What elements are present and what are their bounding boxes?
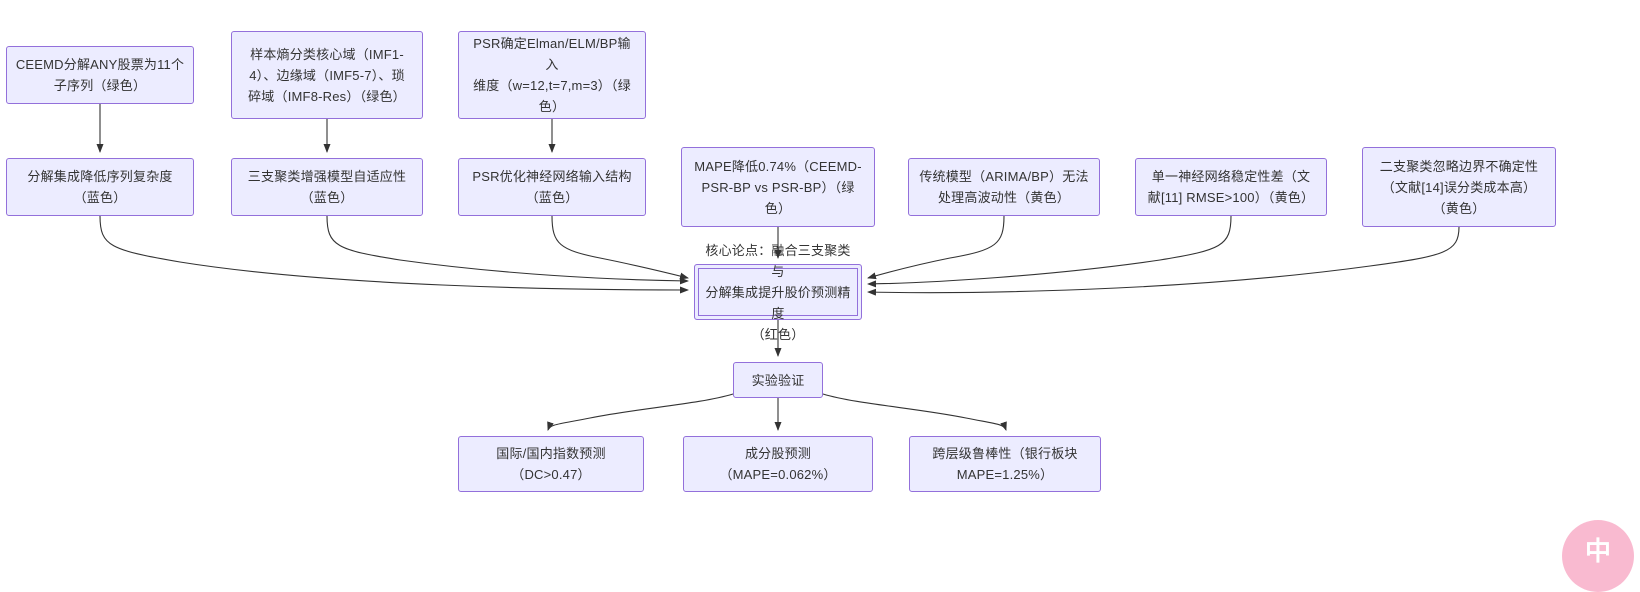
node-index-forecast-result[interactable]: 国际/国内指数预测 （DC>0.47）: [458, 436, 644, 492]
node-sample-entropy-classification[interactable]: 样本熵分类核心域（IMF1- 4）、边缘域（IMF5-7）、琐 碎域（IMF8-…: [231, 31, 423, 119]
node-label: 分解集成降低序列复杂度 （蓝色）: [27, 169, 173, 205]
edge-network-input-to-core: [551, 215, 689, 280]
node-label: 三支聚类增强模型自适应性 （蓝色）: [247, 169, 407, 205]
edge-boundary-to-core: [867, 226, 1460, 296]
node-mape-reduction-evidence[interactable]: MAPE降低0.74%（CEEMD- PSR-BP vs PSR-BP）（绿 色…: [681, 147, 875, 227]
node-decomposition-reduces-complexity[interactable]: 分解集成降低序列复杂度 （蓝色）: [6, 158, 194, 216]
node-label: 成分股预测 （MAPE=0.062%）: [719, 446, 837, 482]
node-label: 单一神经网络稳定性差（文 献[11] RMSE>100）（黄色）: [1147, 169, 1315, 205]
edge-traditional-to-core: [867, 215, 1005, 280]
node-label: 国际/国内指数预测 （DC>0.47）: [496, 446, 606, 482]
node-three-way-clustering-adaptivity[interactable]: 三支聚类增强模型自适应性 （蓝色）: [231, 158, 423, 216]
node-psr-input-dimension[interactable]: PSR确定Elman/ELM/BP输入 维度（w=12,t=7,m=3）（绿 色…: [458, 31, 646, 119]
node-core-argument[interactable]: 核心论点：融合三支聚类与 分解集成提升股价预测精度 （红色）: [694, 243, 862, 342]
node-two-way-clustering-boundary-issue[interactable]: 二支聚类忽略边界不确定性 （文献[14]误分类成本高） （黄色）: [1362, 147, 1556, 227]
node-constituent-stock-forecast-result[interactable]: 成分股预测 （MAPE=0.062%）: [683, 436, 873, 492]
node-experimental-validation[interactable]: 实验验证: [733, 362, 823, 398]
diagram-canvas: CEEMD分解ANY股票为11个 子序列（绿色） 样本熵分类核心域（IMF1- …: [6, 31, 1634, 592]
edge-instability-to-core: [867, 215, 1232, 288]
node-label: MAPE降低0.74%（CEEMD- PSR-BP vs PSR-BP）（绿 色…: [694, 158, 862, 216]
node-label: 跨层级鲁棒性（银行板块 MAPE=1.25%）: [932, 446, 1078, 482]
node-ceemd-decomposition[interactable]: CEEMD分解ANY股票为11个 子序列（绿色）: [6, 46, 194, 104]
node-single-network-instability[interactable]: 单一神经网络稳定性差（文 献[11] RMSE>100）（黄色）: [1135, 158, 1327, 216]
node-label: 样本熵分类核心域（IMF1- 4）、边缘域（IMF5-7）、琐 碎域（IMF8-…: [248, 46, 406, 104]
watermark-text: 中: [1584, 536, 1611, 566]
node-label: 二支聚类忽略边界不确定性 （文献[14]误分类成本高） （黄色）: [1379, 158, 1539, 216]
edge-complexity-to-core: [99, 215, 689, 294]
node-traditional-model-limitation[interactable]: 传统模型（ARIMA/BP）无法 处理高波动性（黄色）: [908, 158, 1100, 216]
node-label: 核心论点：融合三支聚类与 分解集成提升股价预测精度 （红色）: [705, 242, 851, 342]
node-label: 传统模型（ARIMA/BP）无法 处理高波动性（黄色）: [919, 169, 1089, 205]
edge-validation-to-index: [547, 393, 734, 431]
watermark-badge: 中: [1562, 520, 1634, 592]
edge-adaptivity-to-core: [326, 215, 689, 285]
node-label: 实验验证: [751, 372, 805, 388]
node-label: PSR优化神经网络输入结构 （蓝色）: [472, 169, 632, 205]
node-cross-level-robustness-result[interactable]: 跨层级鲁棒性（银行板块 MAPE=1.25%）: [909, 436, 1101, 492]
node-label: PSR确定Elman/ELM/BP输入 维度（w=12,t=7,m=3）（绿 色…: [473, 36, 631, 114]
edge-validation-to-robustness: [822, 393, 1007, 431]
node-label: CEEMD分解ANY股票为11个 子序列（绿色）: [15, 57, 185, 93]
node-psr-optimizes-network-input[interactable]: PSR优化神经网络输入结构 （蓝色）: [458, 158, 646, 216]
